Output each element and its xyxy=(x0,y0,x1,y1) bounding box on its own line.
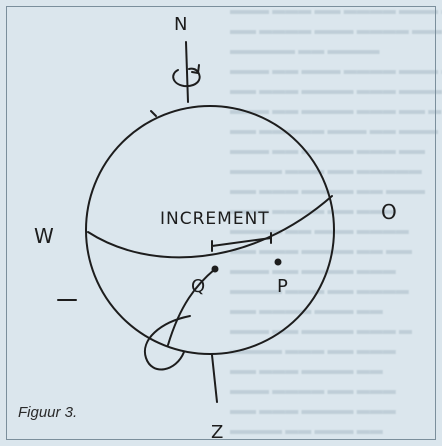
point-p-dot xyxy=(274,258,282,266)
background-print-through: ▬▬▬ ▬▬▬ ▬▬ ▬▬▬▬ ▬▬▬ ▬▬▬▬▬ ▬▬▬▬ ▬▬▬ ▬▬▬▬ … xyxy=(230,2,442,437)
label-west: W xyxy=(34,224,54,248)
figure-caption: Figuur 3. xyxy=(18,404,78,421)
rotation-axis-top xyxy=(185,41,189,103)
meridian-curve xyxy=(167,268,216,346)
equator-line xyxy=(87,195,333,259)
label-increment: INCREMENT xyxy=(160,209,270,229)
point-q-dot xyxy=(211,265,219,273)
label-east: O xyxy=(381,200,397,224)
rotation-arrow-icon xyxy=(172,67,201,88)
figure-frame xyxy=(6,6,436,440)
rotation-axis-bottom xyxy=(211,354,218,403)
label-point-q: Q xyxy=(191,276,205,297)
label-north: N xyxy=(174,14,187,35)
curved-arrow-icon xyxy=(143,315,191,371)
label-south: Z xyxy=(211,422,223,443)
globe-outline xyxy=(85,105,335,355)
label-point-p: P xyxy=(277,276,288,297)
increment-marker xyxy=(211,232,272,252)
